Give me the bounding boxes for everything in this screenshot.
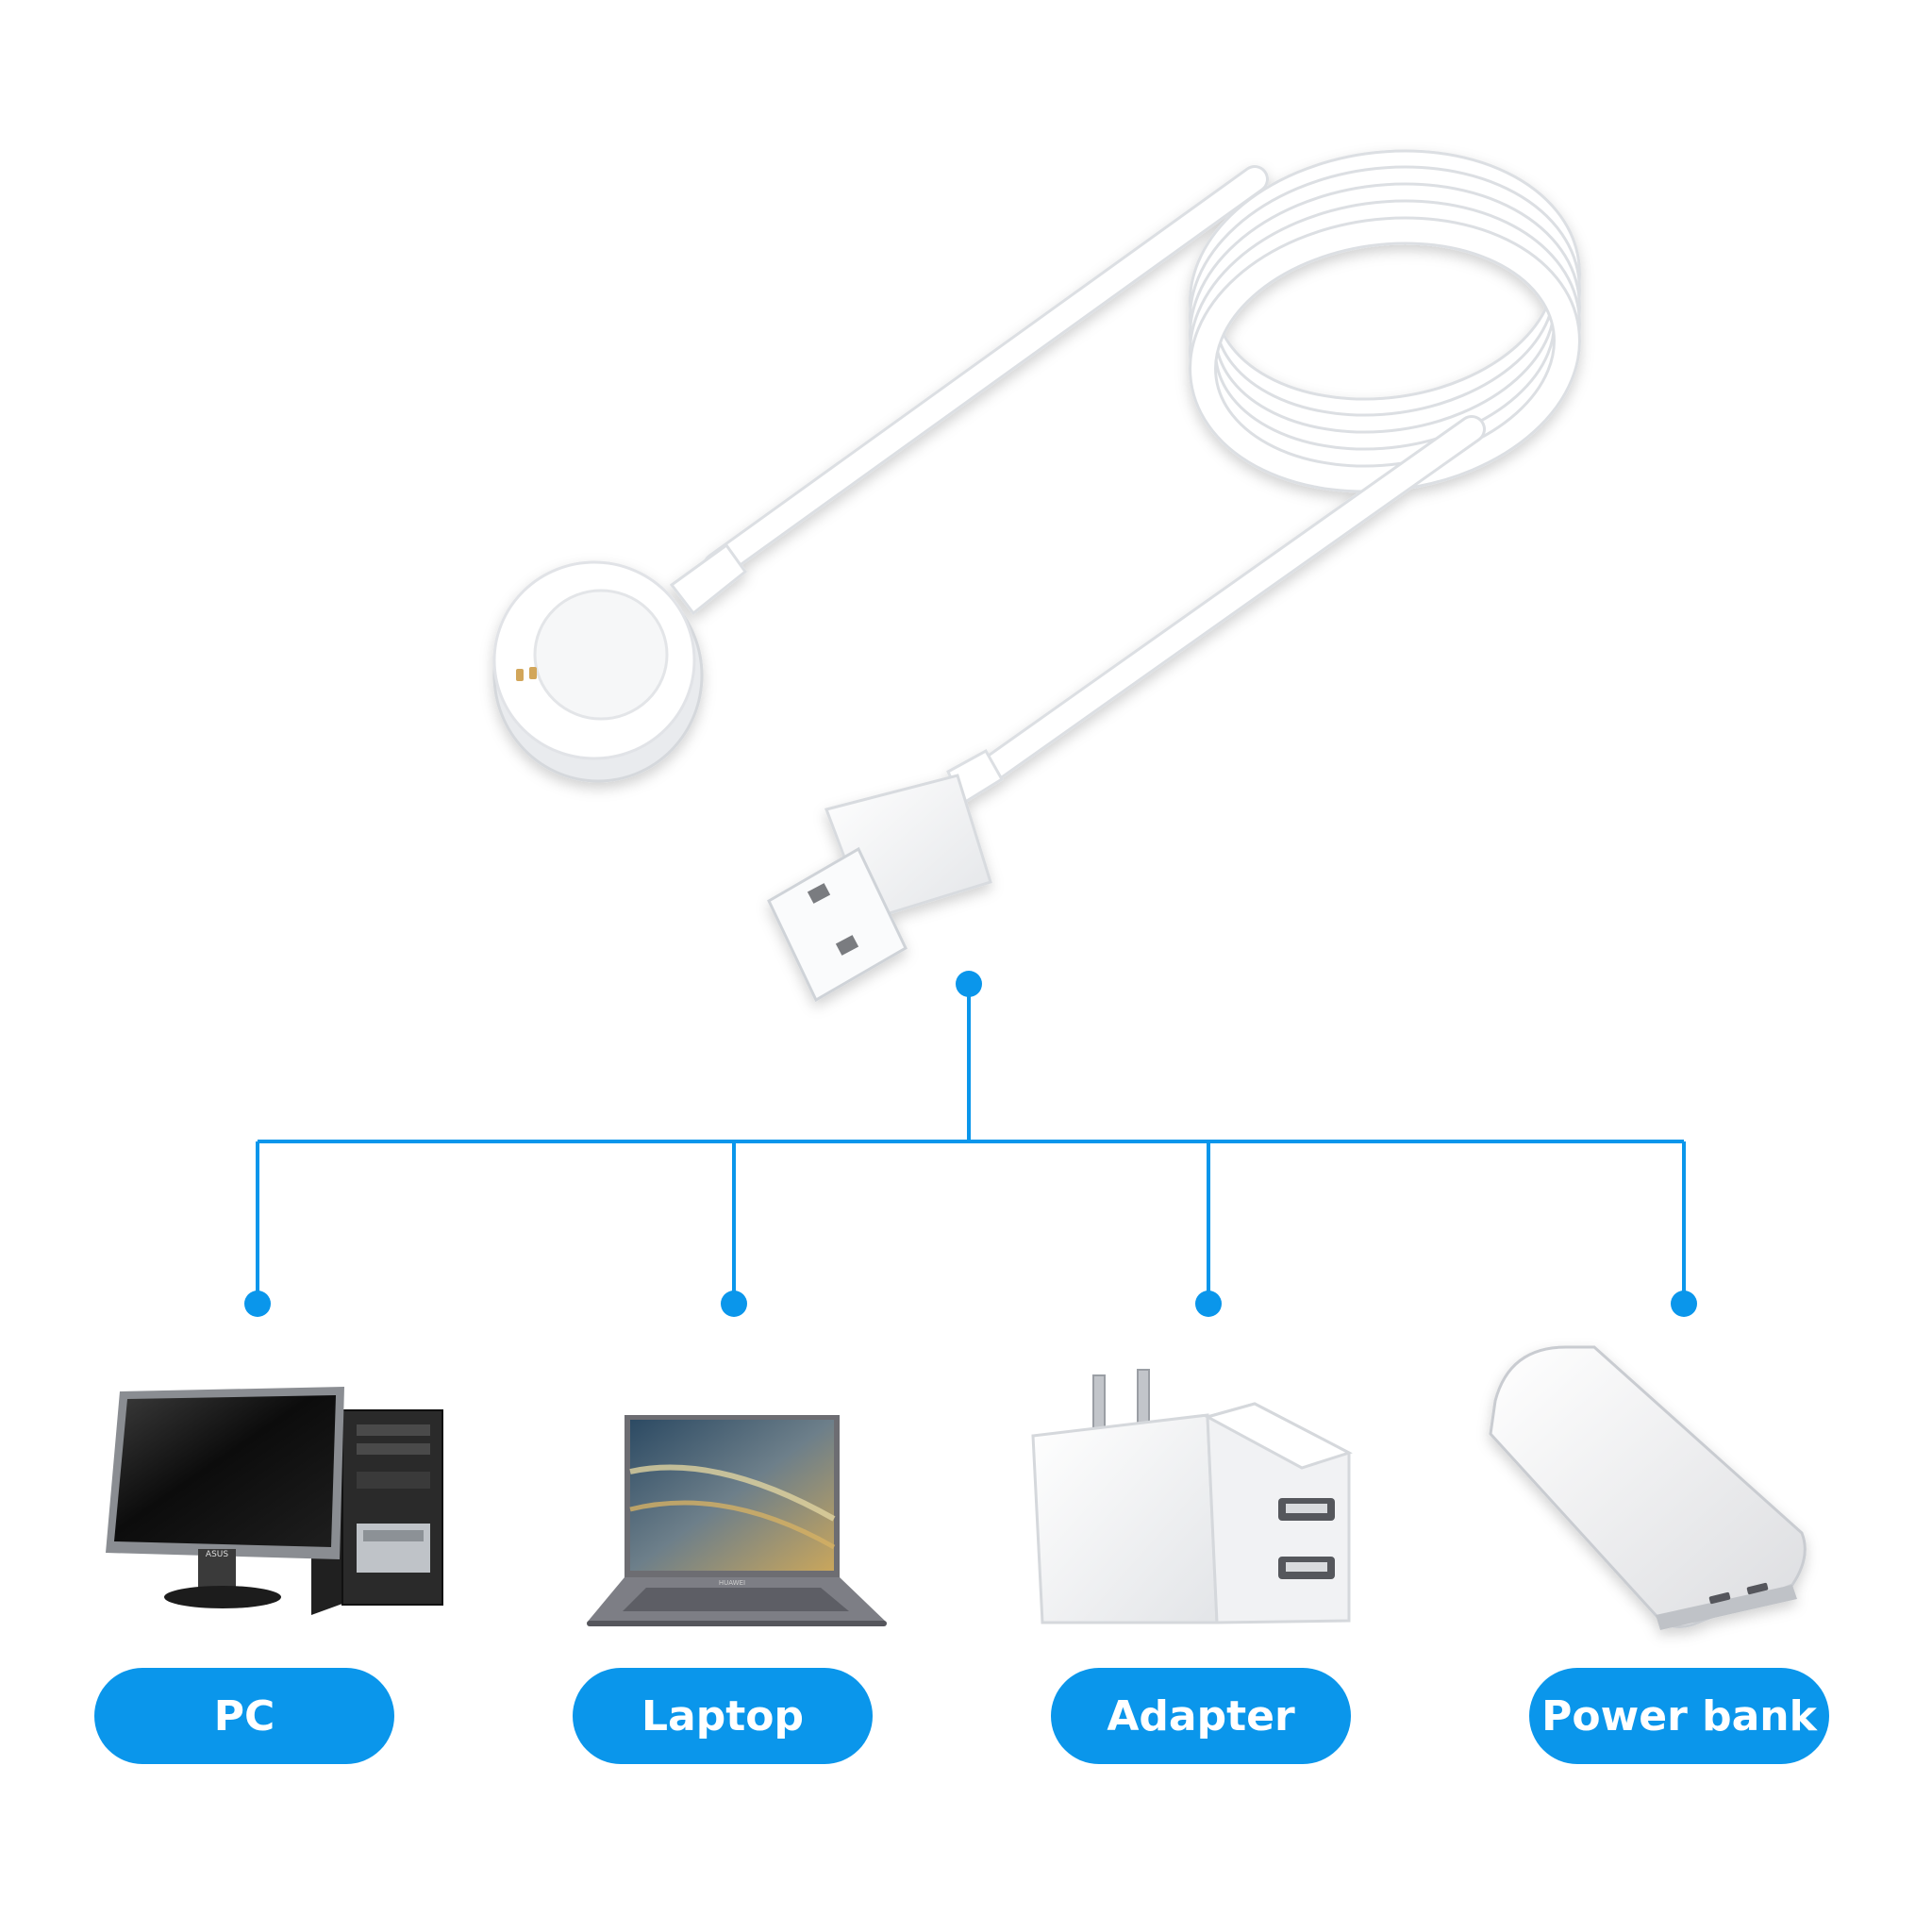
branch-node-dot-adapter — [1195, 1291, 1222, 1317]
usb-a-plug — [767, 774, 992, 1003]
pc-monitor: ASUS — [106, 1387, 344, 1608]
source-node-dot — [956, 971, 982, 997]
power-bank-icon — [1489, 1345, 1807, 1630]
branch-node-dot-pc — [244, 1291, 271, 1317]
device-label-power-bank: Power bank — [1529, 1668, 1829, 1764]
charging-puck — [492, 560, 704, 783]
laptop-brand: HUAWEI — [719, 1579, 745, 1587]
laptop-icon: HUAWEI — [587, 1415, 887, 1626]
charging-cable-product — [492, 149, 1581, 1003]
device-label-pc: PC — [94, 1668, 394, 1764]
cable-coil — [1189, 149, 1581, 493]
usb-wall-adapter-icon — [1031, 1369, 1353, 1624]
puck-strain-relief — [669, 542, 748, 616]
branch-node-dot-power-bank — [1671, 1291, 1697, 1317]
pc-monitor-brand: ASUS — [206, 1550, 228, 1559]
pc-tower — [311, 1409, 443, 1615]
connector-tree — [256, 984, 1686, 1304]
cable-wire — [703, 165, 1486, 797]
branch-node-dot-laptop — [721, 1291, 747, 1317]
device-label-laptop: Laptop — [573, 1668, 873, 1764]
desktop-pc-icon: ASUS — [106, 1387, 443, 1615]
device-label-adapter: Adapter — [1051, 1668, 1351, 1764]
